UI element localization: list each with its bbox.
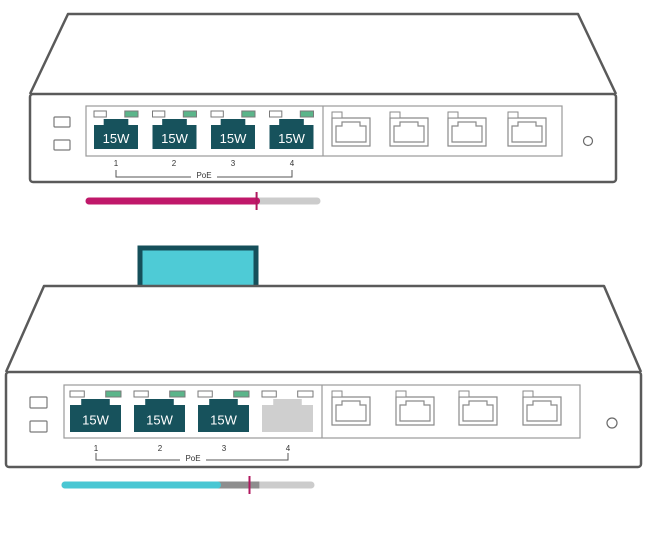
bottom-port-1-jack — [70, 399, 121, 432]
bottom-port-2-jack — [134, 399, 185, 432]
bottom-poe-label: PoE — [185, 454, 200, 463]
top-power-bar — [85, 192, 321, 210]
bottom-poe-port-4 — [261, 390, 314, 432]
top-port-2-power-label: 15W — [161, 131, 188, 146]
top-port-number-1: 1 — [114, 159, 119, 168]
bottom-port-1-power-label: 15W — [82, 413, 109, 428]
bottom-switch-front-panel — [4, 370, 643, 469]
top-port-number-4: 4 — [290, 159, 295, 168]
bottom-port-number-4: 4 — [286, 444, 291, 453]
top-status-led-1 — [53, 116, 71, 128]
top-poe-port-4: 15W — [269, 110, 314, 149]
bottom-poe-port-1: 15W — [69, 390, 122, 432]
top-port-number-3: 3 — [231, 159, 236, 168]
top-port-3-jack — [211, 119, 255, 149]
top-reset-button — [582, 135, 594, 147]
top-port-4-link-led — [269, 110, 283, 118]
bottom-port-2-power-label: 15W — [146, 413, 173, 428]
top-port-1-power-label: 15W — [103, 131, 130, 146]
top-port-4-poe-led — [299, 110, 314, 118]
top-switch-lid — [28, 12, 618, 95]
top-poe-label: PoE — [196, 171, 211, 180]
bottom-port-3-poe-led — [233, 390, 250, 398]
top-poe-port-2: 15W — [152, 110, 198, 149]
top-port-3-link-led — [210, 110, 224, 118]
top-port-3-power-label: 15W — [220, 131, 247, 146]
top-port-1-jack — [94, 119, 138, 149]
top-poe-port-3: 15W — [210, 110, 256, 149]
bottom-status-led-2 — [29, 420, 48, 433]
bottom-poe-port-2: 15W — [133, 390, 186, 432]
bottom-port-4-link-led — [261, 390, 277, 398]
bottom-port-3-jack — [198, 399, 249, 432]
bottom-port-1-link-led — [69, 390, 85, 398]
top-switch: 15W 15W 15W 15W 1 2 3 4 PoE — [28, 12, 618, 184]
bottom-port-2-link-led — [133, 390, 149, 398]
top-port-number-2: 2 — [172, 159, 177, 168]
bottom-port-2-poe-led — [169, 390, 186, 398]
bottom-poe-ports: 15W 15W 15W — [69, 390, 314, 432]
bottom-port-number-1: 1 — [94, 444, 99, 453]
bottom-port-number-3: 3 — [222, 444, 227, 453]
bottom-status-led-1 — [29, 396, 48, 409]
top-port-2-link-led — [152, 110, 166, 118]
top-port-numbers: 1 2 3 4 — [114, 159, 295, 168]
bottom-port-3-power-label: 15W — [210, 413, 237, 428]
bottom-power-bar — [61, 476, 315, 494]
top-port-1-link-led — [93, 110, 107, 118]
bottom-switch: 15W 15W 15W 1 2 3 4 PoE — [4, 284, 643, 469]
top-poe-port-1: 15W — [93, 110, 139, 149]
bottom-port-3-link-led — [197, 390, 213, 398]
bottom-port-4-jack — [262, 399, 313, 432]
bottom-port-number-2: 2 — [158, 444, 163, 453]
top-port-1-poe-led — [124, 110, 139, 118]
top-poe-ports: 15W 15W 15W 15W — [93, 110, 314, 149]
bottom-port-4-poe-led — [297, 390, 314, 398]
top-port-2-jack — [152, 119, 197, 149]
top-port-4-power-label: 15W — [278, 131, 305, 146]
top-port-4-jack — [269, 119, 314, 149]
bottom-switch-lid — [4, 284, 643, 373]
bottom-poe-port-3: 15W — [197, 390, 250, 432]
top-port-block-outline — [85, 105, 563, 157]
bottom-port-numbers: 1 2 3 4 — [94, 444, 291, 453]
bottom-port-1-poe-led — [105, 390, 122, 398]
top-port-3-poe-led — [241, 110, 256, 118]
top-status-led-2 — [53, 139, 71, 151]
top-port-2-poe-led — [182, 110, 198, 118]
bottom-reset-button — [606, 417, 618, 429]
